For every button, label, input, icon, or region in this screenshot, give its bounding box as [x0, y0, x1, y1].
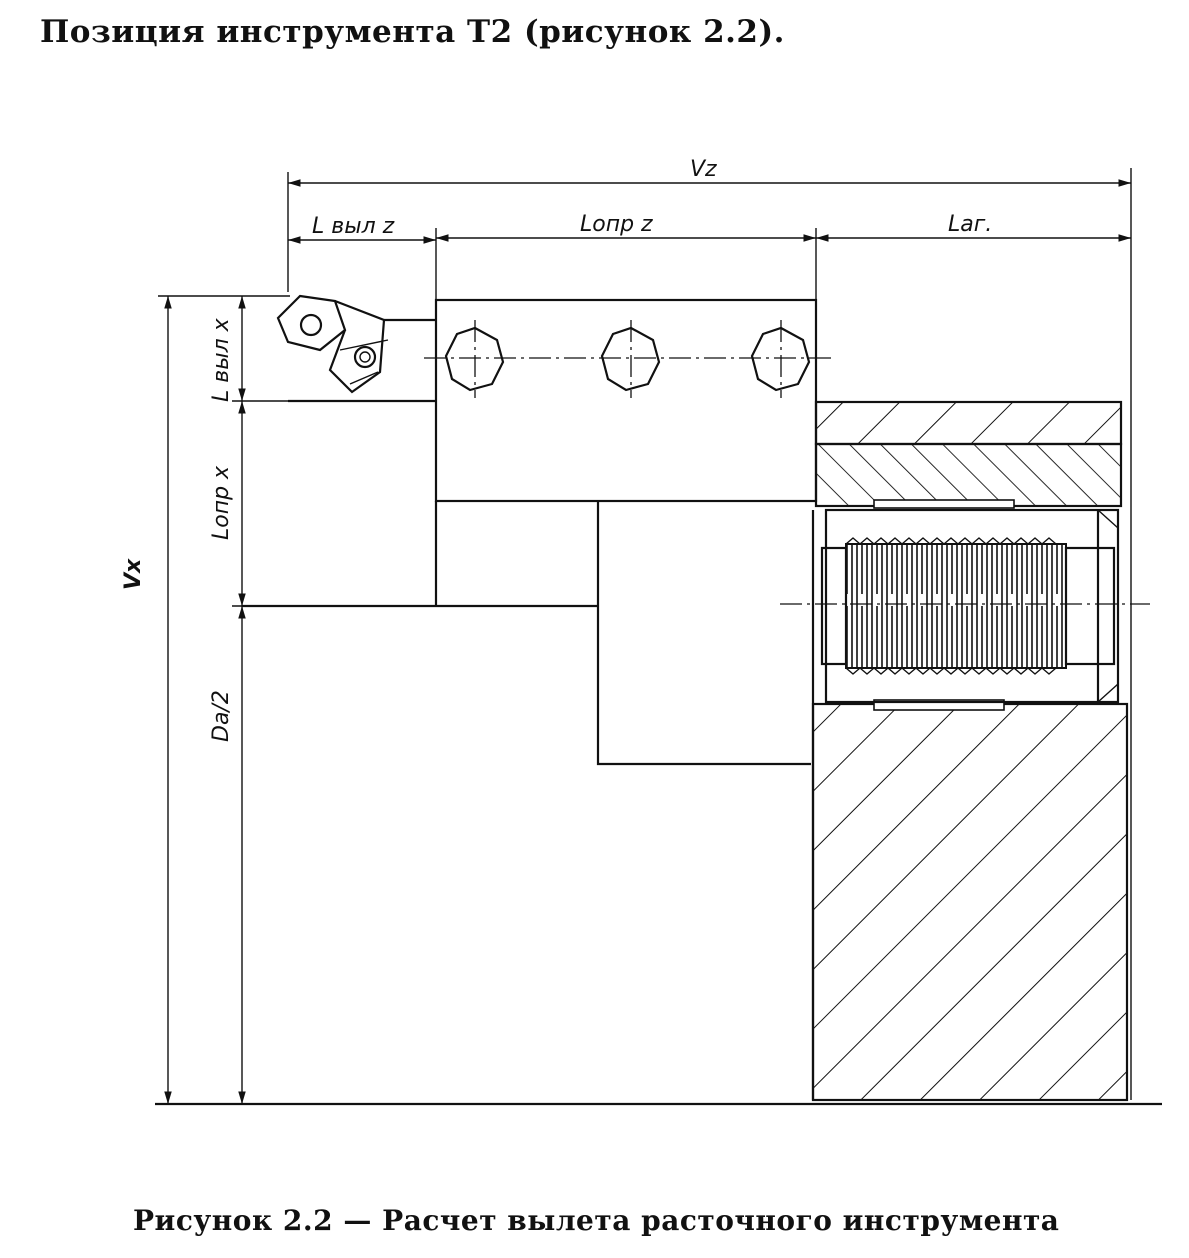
dimension-d-half: Dа/2	[209, 606, 246, 1104]
dimension-l-vyl-z: L выл z	[288, 214, 437, 300]
dimension-l-opr-z: Lопр z	[436, 212, 817, 300]
bolt-1	[444, 320, 505, 398]
cutting-insert	[276, 294, 389, 394]
dimension-l-ag: Lаг.	[816, 212, 1131, 242]
label-l-opr-x: Lопр x	[209, 465, 234, 540]
label-vz: Vz	[690, 157, 717, 182]
threaded-part	[820, 537, 1116, 675]
label-l-vyl-x: L выл x	[209, 317, 234, 402]
tool-holder	[242, 298, 836, 766]
label-vx: Vx	[121, 558, 146, 590]
label-l-ag: Lаг.	[948, 212, 992, 237]
label-l-vyl-z: L выл z	[312, 214, 395, 239]
dimension-vz: Vz	[287, 157, 1132, 1100]
label-d-half: Dа/2	[209, 690, 234, 742]
dimension-l-opr-x: Lопр x	[209, 401, 436, 607]
dimension-vx: Vx	[121, 295, 290, 1104]
bolt-3	[750, 320, 811, 398]
bolt-2	[600, 320, 661, 398]
figure-caption: Рисунок 2.2 — Расчет вылета расточного и…	[133, 1204, 1060, 1237]
chuck-section	[811, 400, 1129, 1102]
label-l-opr-z: Lопр z	[580, 212, 653, 237]
page-heading: Позиция инструмента Т2 (рисунок 2.2).	[40, 14, 785, 50]
